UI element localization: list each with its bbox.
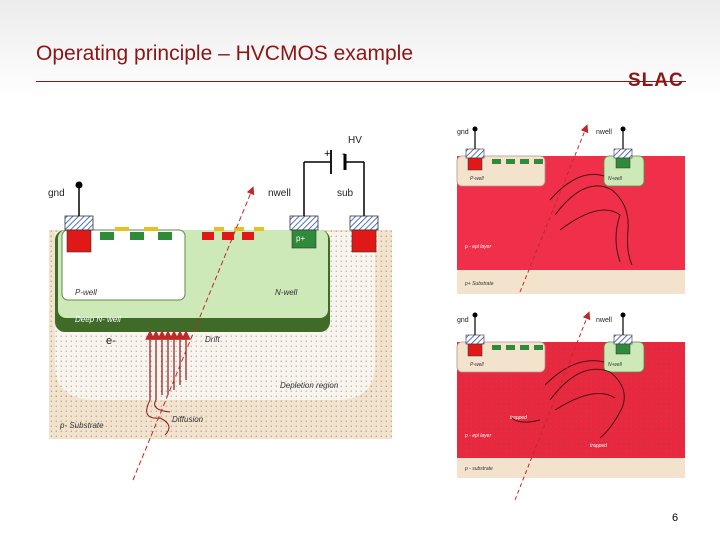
rt-transistor-4 (534, 159, 543, 164)
title-rule (36, 81, 686, 82)
n-well-label: N-well (275, 288, 297, 297)
pmos-diffusion-3 (242, 232, 254, 240)
rt-substrate-label: p+ Substrate (464, 281, 494, 287)
slac-logo: SLAC (628, 70, 684, 91)
p-plus-label: p+ (296, 234, 305, 243)
right-bottom-diagram: gnd nwell P-well N-well trapped trapped … (456, 311, 685, 501)
nmos-diffusion-3 (158, 232, 172, 240)
rb-gnd-terminal (472, 312, 478, 318)
rt-substrate (457, 270, 685, 294)
rt-p-well-label: P-well (470, 176, 485, 182)
nmos-diffusion-1 (100, 232, 114, 240)
rt-nwell-contact (613, 148, 633, 159)
rt-epi-label: p - epi layer (464, 244, 491, 250)
rb-charge-path-1 (549, 368, 625, 439)
right-top-diagram: gnd nwell P-well N-well p - epi layer p+… (456, 124, 685, 294)
rt-transistor-1 (492, 159, 501, 164)
rt-n-plus (615, 157, 631, 169)
rb-epi-label: p - epi layer (464, 433, 491, 439)
rb-gnd-label: gnd (457, 317, 469, 324)
hvcmos-main-diagram: + - HV gnd nwell sub p+ P-well N-well De… (48, 135, 392, 481)
rb-substrate-label: p - substrate (464, 466, 493, 472)
drift-label: Drift (205, 335, 220, 344)
rb-n-well-label: N-well (608, 362, 623, 368)
rb-trapped-label-1: trapped (510, 415, 527, 421)
nwell-label: nwell (268, 188, 291, 199)
particle-track-rt (519, 124, 589, 293)
sub-label: sub (337, 188, 354, 199)
rb-nwell-label: nwell (596, 317, 612, 324)
rt-transistor-2 (506, 159, 515, 164)
nmos-diffusion-2 (130, 232, 144, 240)
rb-nwell-terminal (620, 312, 626, 318)
pmos-diffusion-1 (202, 232, 214, 240)
rb-charge-path-4 (511, 417, 541, 423)
particle-track-main (132, 186, 255, 481)
rb-transistor-4 (534, 345, 543, 350)
gnd-contact (64, 215, 94, 231)
hv-plus-sign: + (324, 148, 330, 160)
rb-transistor-1 (492, 345, 501, 350)
pmos-gate-1 (214, 227, 224, 231)
drift-arrows (145, 330, 191, 400)
rt-n-well-label: N-well (608, 176, 623, 182)
diffusion-label: Diffusion (172, 415, 204, 424)
rb-transistor-3 (520, 345, 529, 350)
rb-gnd-contact (465, 334, 485, 345)
rb-n-plus (615, 343, 631, 355)
slide-title: Operating principle – HVCMOS example (36, 42, 413, 65)
gnd-terminal (75, 181, 83, 189)
rt-charge-path-2 (559, 209, 621, 263)
nmos-gate-1 (115, 227, 129, 231)
rt-gnd-label: gnd (457, 129, 469, 136)
rb-nwell-contact (613, 334, 633, 345)
rt-nwell-terminal (620, 126, 626, 132)
n-plus-implant (291, 229, 317, 249)
substrate-p-plus-implant (351, 229, 377, 253)
sub-contact (349, 215, 379, 231)
rt-gnd-terminal (472, 126, 478, 132)
rt-charge-path-1 (554, 185, 633, 266)
pmos-diffusion-2 (222, 232, 234, 240)
gnd-label: gnd (48, 188, 65, 199)
nwell-contact (289, 215, 319, 231)
page-number: 6 (672, 512, 679, 524)
hv-minus-sign: - (342, 148, 346, 160)
rt-gnd-contact (465, 148, 485, 159)
rb-p-well-label: P-well (470, 362, 485, 368)
rb-substrate (457, 458, 685, 478)
rt-charge-path-3 (549, 173, 605, 201)
rb-charge-path-2 (554, 393, 616, 411)
particle-track-rb (514, 311, 591, 501)
hv-label: HV (348, 135, 362, 146)
electron-label: e- (106, 335, 116, 347)
rb-transistor-2 (506, 345, 515, 350)
rt-nwell-label: nwell (596, 129, 612, 136)
rb-trapped-label-2: trapped (590, 443, 607, 449)
rb-p-plus (467, 343, 483, 357)
rb-charge-path-3 (544, 360, 605, 386)
pmos-gate-3 (254, 227, 264, 231)
pmos-gate-2 (234, 227, 244, 231)
depletion-region-label: Depletion region (280, 381, 339, 390)
rt-p-plus (467, 157, 483, 171)
p-substrate-label: p- Substrate (59, 421, 104, 430)
nmos-gate-2 (144, 227, 158, 231)
p-plus-implant (66, 229, 92, 253)
p-well-label: P-well (75, 288, 97, 297)
deep-n-well-label: Deep N- well (75, 315, 121, 324)
diffusion-path-2 (154, 399, 171, 413)
diffusion-path-1 (146, 399, 170, 436)
rt-transistor-3 (520, 159, 529, 164)
